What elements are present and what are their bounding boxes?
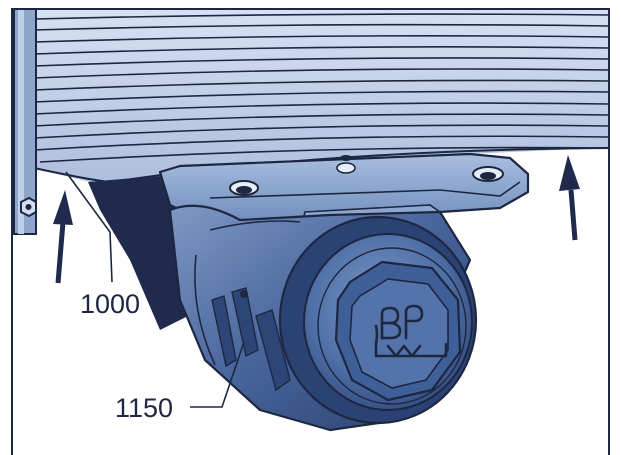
bpw-logo-icon — [374, 304, 448, 358]
callout-leader-1000 — [65, 171, 113, 283]
floor-grooves — [33, 13, 609, 163]
callout-leader-1150 — [190, 341, 245, 408]
support-post — [13, 9, 37, 235]
frame-border — [11, 8, 610, 455]
arrow-up-icon — [559, 155, 580, 241]
callout-label-1150: 1150 — [115, 393, 173, 423]
callout-label-1000: 1000 — [80, 289, 140, 319]
floor-panel — [33, 9, 609, 184]
cooling-ribs — [211, 287, 291, 392]
connector-cap — [278, 215, 478, 425]
arrow-up-icon — [53, 190, 73, 284]
